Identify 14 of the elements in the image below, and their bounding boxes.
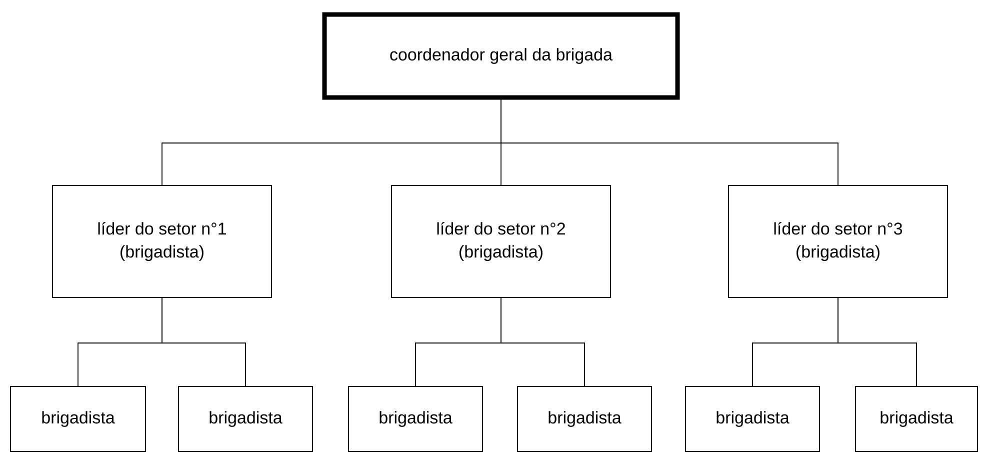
member-box: brigadista [855, 386, 978, 452]
connector-line [500, 298, 585, 386]
coordinator-box: coordenador geral da brigada [322, 12, 680, 100]
member-box: brigadista [10, 386, 146, 452]
connector-line [500, 99, 838, 186]
connector-line [162, 298, 246, 386]
member-box: brigadista [348, 386, 483, 452]
leader-box: líder do setor n°2 (brigadista) [391, 185, 611, 298]
member-box: brigadista [178, 386, 313, 452]
member-box: brigadista [685, 386, 820, 452]
leader-box: líder do setor n°3 (brigadista) [728, 185, 948, 298]
leader-box: líder do setor n°1 (brigadista) [52, 185, 272, 298]
connector-line [838, 298, 917, 386]
member-box: brigadista [517, 386, 652, 452]
